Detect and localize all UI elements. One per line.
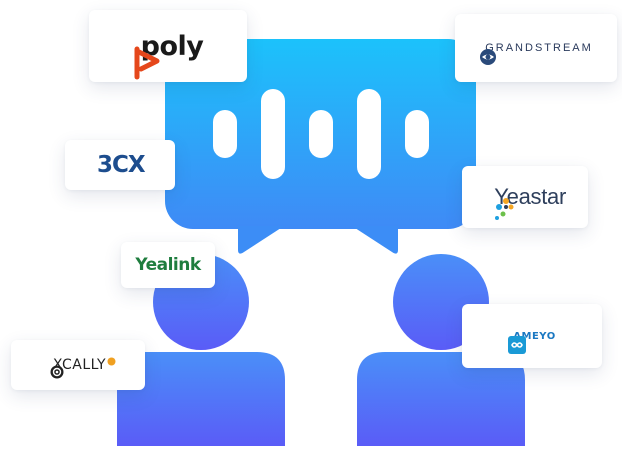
partner-label-grandstream: GRANDSTREAM	[485, 42, 593, 54]
partner-card-grandstream: GRANDSTREAM	[455, 14, 617, 82]
partner-label-3cx: 3CX	[97, 152, 146, 178]
partner-label-yealink: Yealink	[135, 255, 201, 275]
partner-card-poly: poly	[89, 10, 247, 82]
partner-card-yealink: Yealink	[121, 242, 215, 288]
partner-card-ameyo: AMEYO	[462, 304, 602, 368]
partner-label-yeastar: Yeastar	[494, 184, 566, 209]
partner-label-ameyo: AMEYO	[513, 330, 556, 342]
person-right-icon	[357, 254, 525, 446]
voice-wave-icon	[213, 89, 429, 179]
partner-card-xcally: XCALLY	[11, 340, 145, 390]
partner-card-3cx: 3CX	[65, 140, 175, 190]
partner-card-yeastar: Yeastar	[462, 166, 588, 228]
partner-label-xcally: XCALLY	[52, 357, 107, 373]
